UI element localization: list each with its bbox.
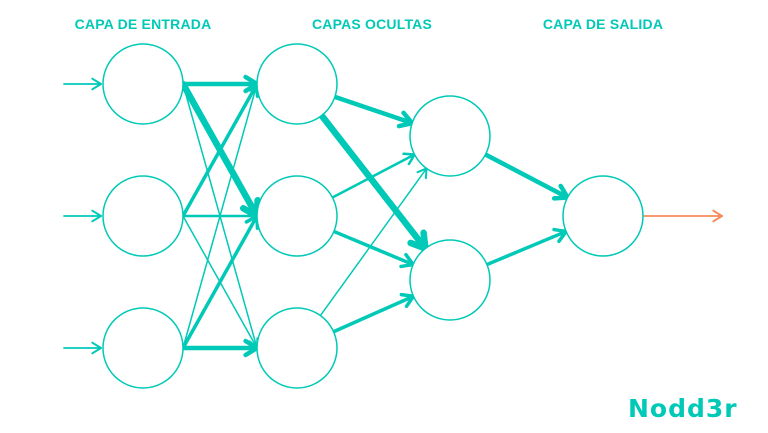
- neuron-i1: [102, 43, 184, 125]
- output-layer-title: CAPA DE SALIDA: [542, 16, 664, 32]
- connection-h3-g1: [319, 167, 428, 317]
- connection-h2-g2: [332, 229, 415, 267]
- connection-h1-g2: [318, 112, 429, 252]
- neuron-h1: [256, 43, 338, 125]
- connection-h3-g1-head: [416, 167, 428, 180]
- output-arrow-head: [712, 209, 723, 223]
- connection-i3-h1: [182, 83, 258, 349]
- nodd3r-logo: Nodd3r: [628, 394, 738, 423]
- input-arrow-i3-head: [91, 341, 102, 355]
- connection-h2-g1: [331, 153, 416, 199]
- input-arrow-i1-head: [91, 77, 102, 91]
- neuron-h2: [256, 175, 338, 257]
- input-layer-title: CAPA DE ENTRADA: [74, 16, 212, 32]
- connection-i3-h2: [181, 214, 259, 350]
- neuron-o1: [562, 175, 644, 257]
- neuron-i2: [102, 175, 184, 257]
- neuron-g2: [409, 239, 491, 321]
- input-arrow-i2-head: [91, 209, 102, 223]
- connection-h1-g1: [332, 94, 415, 126]
- connection-h3-g2: [331, 294, 416, 334]
- hidden-layers-title: CAPAS OCULTAS: [311, 16, 433, 32]
- connection-i2-h1: [181, 82, 259, 218]
- connection-g2-o1: [485, 229, 568, 267]
- neuron-h3: [256, 307, 338, 389]
- neuron-g1: [409, 95, 491, 177]
- neuron-i3: [102, 307, 184, 389]
- connection-g1-o1: [483, 152, 570, 200]
